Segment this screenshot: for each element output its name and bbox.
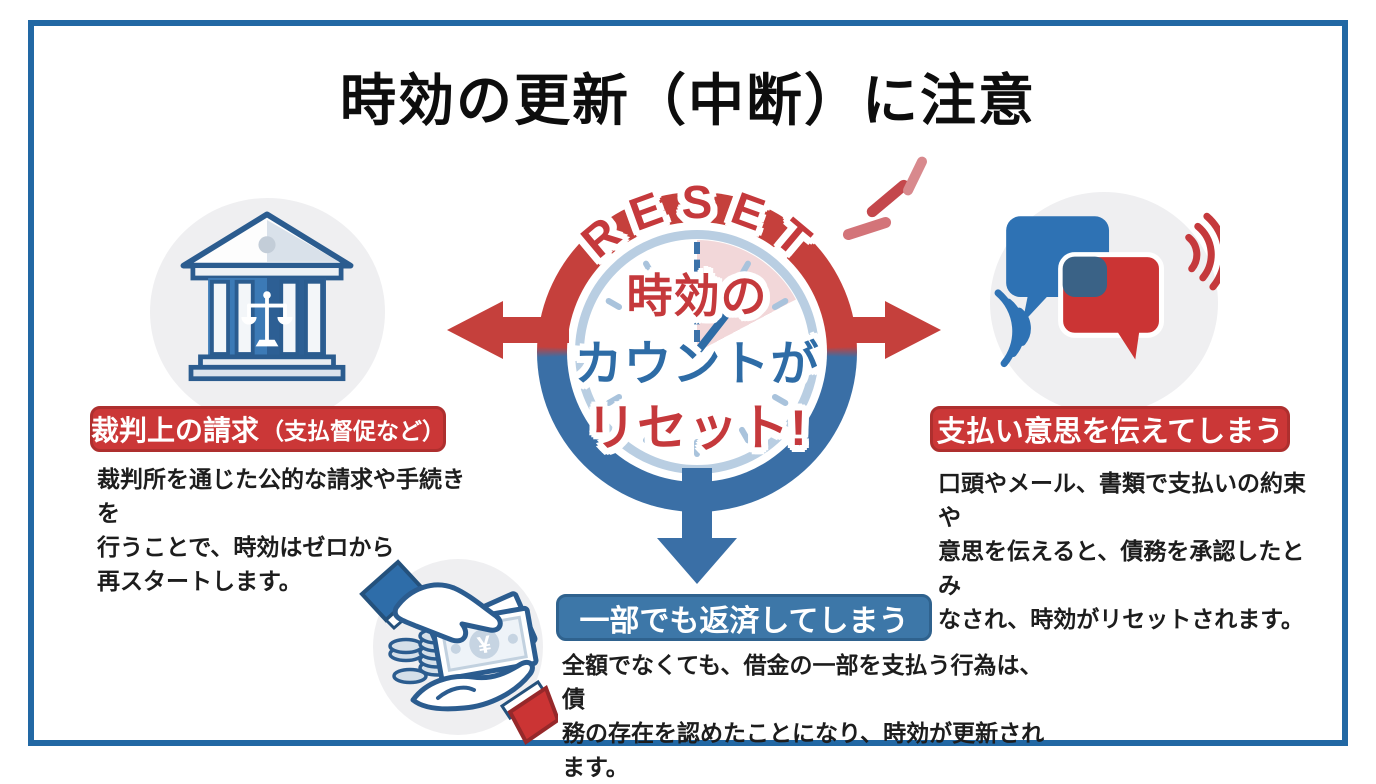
speech-bubbles-icon [994, 212, 1220, 368]
arrow-down-icon [657, 468, 737, 586]
description-judicial: 裁判所を通じた公的な請求や手続きを 行うことで、時効はゼロから 再スタートします… [97, 462, 487, 598]
page-title: 時効の更新（中断）に注意 [340, 69, 1036, 132]
emphasis-stroke [841, 215, 893, 242]
courthouse-scales-icon [180, 211, 354, 382]
description-payment-intent: 口頭やメール、書類で支払いの約束や 意思を伝えると、債務を承認したとみ なされ、… [938, 466, 1318, 636]
stopwatch-reset-icon: R E S E T 時効の カウントが リセット! [537, 176, 857, 512]
label-judicial-sub: （支払督促など） [261, 418, 446, 444]
center-caption-line3: リセット! [586, 400, 808, 456]
reset-arc-letter: S [681, 176, 713, 228]
description-line: 口頭やメール、書類で支払いの約束や [938, 470, 1306, 530]
center-caption-line2: カウントが [574, 338, 820, 391]
description-partial-repayment: 全額でなくても、借金の一部を支払う行為は、債 務の存在を認めたことになり、時効が… [562, 648, 1052, 784]
label-judicial-claim: 裁判上の請求（支払督促など） [90, 406, 446, 452]
emphasis-lines [840, 154, 955, 265]
description-line: 務の存在を認めたことになり、時効が更新されます。 [562, 720, 1045, 780]
infographic-canvas: 時効の更新（中断）に注意 R E S E T 時効の カウントが リセット! [28, 20, 1348, 780]
arrow-left-icon [447, 301, 572, 359]
arrow-shaft [827, 317, 891, 343]
arrow-right-icon [827, 301, 947, 359]
arrow-head [447, 301, 503, 359]
description-line: なされ、時効がリセットされます。 [938, 606, 1304, 632]
description-line: 再スタートします。 [97, 568, 302, 594]
clock-twelve-dashed-line [694, 242, 700, 342]
arrow-shaft [682, 468, 712, 542]
money-handover-icon: ¥ [359, 559, 558, 745]
description-line: 行うことで、時効はゼロから [97, 534, 395, 560]
arrow-head [885, 301, 941, 359]
arrow-shaft [499, 317, 569, 343]
label-payment-intent: 支払い意思を伝えてしまう [930, 406, 1290, 452]
description-line: 裁判所を通じた公的な請求や手続きを [97, 466, 465, 526]
center-caption-line1: 時効の [626, 270, 768, 322]
label-partial-repayment: 一部でも返済してしまう [556, 594, 932, 641]
yen-symbol: ¥ [476, 631, 494, 660]
label-judicial-main: 裁判上の請求 [91, 415, 260, 446]
description-line: 意思を伝えると、債務を承認したとみ [938, 538, 1305, 598]
arrow-head [657, 538, 737, 584]
description-line: 全額でなくても、借金の一部を支払う行為は、債 [562, 652, 1043, 712]
